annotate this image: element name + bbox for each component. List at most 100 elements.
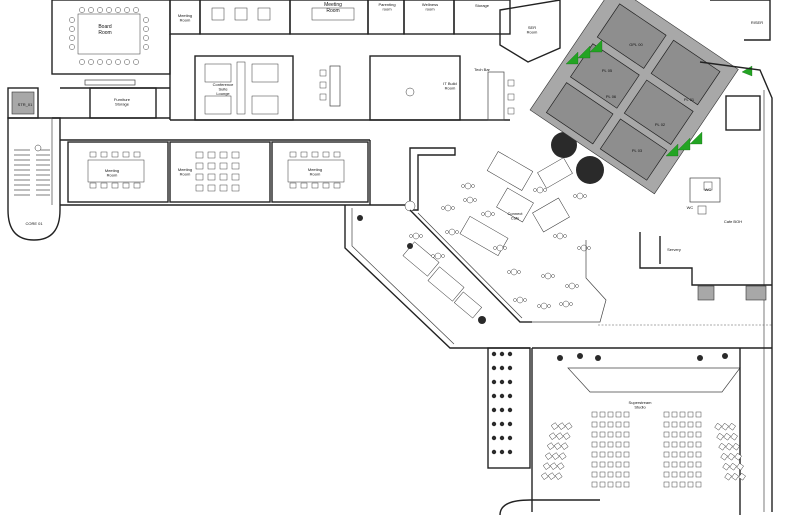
chair	[69, 17, 75, 23]
studio-seat	[599, 441, 606, 448]
studio-seat	[607, 461, 614, 468]
studio-seat	[615, 431, 622, 438]
studio-seat	[623, 431, 630, 438]
chair	[143, 44, 149, 50]
studio-seat	[607, 431, 614, 438]
studio-seat	[671, 471, 678, 478]
chair	[322, 151, 330, 158]
studio-seat	[671, 421, 678, 428]
studio-seat	[679, 421, 686, 428]
studio-seat	[591, 441, 598, 448]
studio-seat	[599, 411, 606, 418]
cafe-table	[556, 232, 564, 240]
label-unit-b: PL 05	[602, 68, 613, 73]
studio-seat	[607, 481, 614, 488]
studio-seat	[679, 411, 686, 418]
stair-treads	[14, 149, 50, 196]
studio-seat	[599, 471, 606, 478]
chair	[69, 44, 75, 50]
studio-seat	[679, 451, 686, 458]
board-room-chairs	[69, 7, 149, 65]
studio-seat	[679, 461, 686, 468]
studio-seat	[671, 461, 678, 468]
studio-seat	[607, 421, 614, 428]
studio-seat	[591, 451, 598, 458]
chair	[115, 59, 121, 65]
studio-seat	[663, 481, 670, 488]
cafe-table	[568, 282, 576, 290]
studio-seat	[599, 481, 606, 488]
studio-seat	[663, 471, 670, 478]
studio-seat	[671, 481, 678, 488]
cafe-furniture	[357, 132, 607, 324]
studio-seat	[591, 421, 598, 428]
chair	[69, 26, 75, 32]
cafe-table	[484, 210, 492, 218]
label-tech-bar: Tech Bar	[474, 67, 490, 72]
chair	[231, 173, 240, 181]
studio-seat	[663, 421, 670, 428]
cafe-table	[576, 192, 584, 200]
chair	[207, 162, 216, 170]
studio-seat	[679, 431, 686, 438]
studio-seat	[615, 481, 622, 488]
label-core: CORE 01	[25, 221, 43, 226]
label-wc1: WC	[705, 187, 712, 192]
studio-seat	[687, 471, 694, 478]
studio-seat	[623, 461, 630, 468]
studio-seat	[591, 411, 598, 418]
studio-seat	[679, 481, 686, 488]
studio-seat	[687, 461, 694, 468]
studio-seat	[615, 461, 622, 468]
studio-seat	[695, 431, 702, 438]
furniture-storage	[89, 87, 157, 119]
studio-seat	[591, 461, 598, 468]
studio-seats	[540, 411, 746, 488]
chair	[106, 59, 112, 65]
planting	[565, 39, 753, 157]
chair	[207, 151, 216, 159]
studio-seat	[591, 481, 598, 488]
tech-area	[319, 55, 515, 121]
chair	[195, 151, 204, 159]
studio-seat	[623, 451, 630, 458]
studio-seat	[663, 411, 670, 418]
chair	[89, 151, 97, 158]
chair	[231, 162, 240, 170]
studio-seat	[599, 451, 606, 458]
cafe-table	[536, 186, 544, 194]
superstream-studio	[499, 347, 772, 515]
studio-seat	[615, 471, 622, 478]
studio-seat	[695, 411, 702, 418]
chair	[219, 162, 228, 170]
studio-seat	[679, 471, 686, 478]
cafe-table	[516, 296, 524, 304]
chair	[207, 184, 216, 192]
studio-seat	[687, 441, 694, 448]
chair	[133, 151, 141, 158]
chair	[133, 7, 139, 13]
studio-seat	[615, 411, 622, 418]
chair	[79, 59, 85, 65]
label-wc2: WC	[687, 205, 694, 210]
studio-seat	[615, 451, 622, 458]
chair	[195, 162, 204, 170]
studio-seat	[679, 441, 686, 448]
studio-seat	[695, 471, 702, 478]
chair	[231, 184, 240, 192]
cafe-table	[496, 244, 504, 252]
cafe-table	[434, 252, 442, 260]
chair	[219, 173, 228, 181]
chair	[124, 7, 130, 13]
studio-seat	[599, 461, 606, 468]
label-servery: Servery	[667, 247, 681, 252]
studio-seat	[591, 471, 598, 478]
meeting-chairs	[89, 151, 341, 192]
cafe-table	[540, 302, 548, 310]
